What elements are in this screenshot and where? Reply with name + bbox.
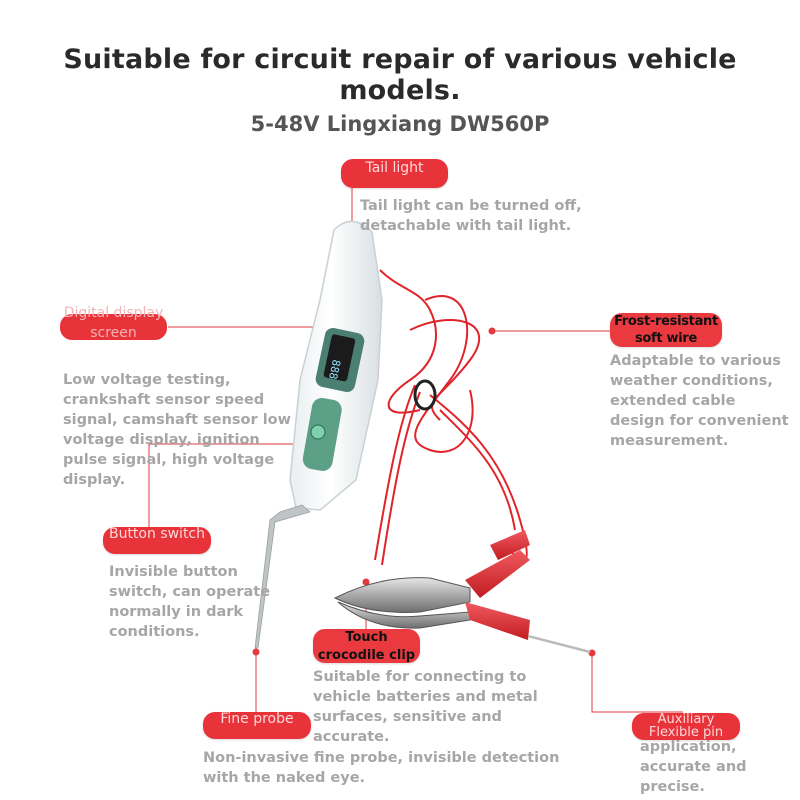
desc-soft-wire: Adaptable to various weather conditions,…: [610, 353, 789, 449]
soft-wire: [374, 269, 528, 566]
desc-flexible-pin: application, accurate and precise.: [640, 739, 747, 795]
tag-flexible-pin-bottom: Flexible pin: [648, 725, 724, 740]
tag-soft-wire: Frost-resistant soft wire: [610, 313, 722, 347]
desc-button-switch: Invisible button switch, can operate nor…: [109, 564, 271, 640]
tag-crocodile-clip: Touch crocodile clip: [313, 629, 420, 663]
tag-flexible-pin-top: Auxiliary: [657, 712, 715, 727]
callout-line-button: [148, 443, 316, 540]
tag-digital-display: Digital display screen: [63, 305, 164, 341]
tag-button-switch: Button switch: [103, 527, 211, 554]
button-switch-icon[interactable]: [310, 424, 326, 440]
display-reading: 888: [326, 358, 343, 380]
callout-line-pin: [591, 653, 683, 713]
callout-lines: [148, 188, 683, 722]
subheadline: 5-48V Lingxiang DW560P: [250, 112, 550, 136]
desc-digital-display: Low voltage testing, crankshaft sensor s…: [63, 372, 292, 488]
tag-digital-display-wrap: Digital display screen: [60, 303, 167, 341]
desc-crocodile-clip: Suitable for connecting to vehicle batte…: [313, 669, 538, 745]
tag-flexible-pin: Auxiliary Flexible pin: [632, 713, 740, 740]
pen-tester: 888: [254, 220, 383, 649]
crocodile-clip: [333, 530, 591, 654]
tag-fine-probe: Fine probe: [203, 712, 311, 739]
headline: Suitable for circuit repair of various v…: [63, 44, 737, 106]
desc-fine-probe: Non-invasive fine probe, invisible detec…: [203, 750, 560, 786]
tag-tail-light: Tail light: [341, 159, 448, 188]
desc-tail-light: Tail light can be turned off, detachable…: [360, 198, 582, 234]
wire-tie: [413, 379, 437, 411]
